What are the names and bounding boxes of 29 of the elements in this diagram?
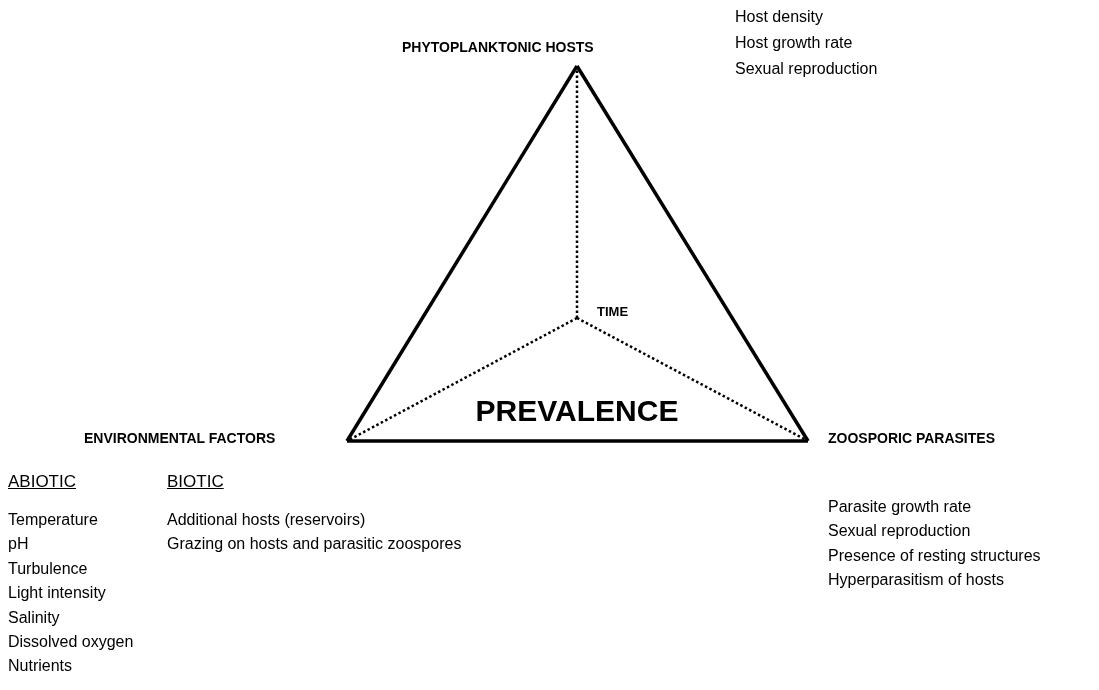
vertex-label: ENVIRONMENTAL FACTORS: [84, 431, 276, 445]
factor-text: Additional hosts (reservoirs): [167, 512, 366, 528]
dotted-line: [576, 316, 809, 443]
factor-text: Sexual reproduction: [735, 61, 878, 77]
vertex-label: ZOOSPORIC PARASITES: [828, 431, 995, 445]
triangle-side: [345, 65, 579, 442]
dotted-line: [346, 316, 578, 443]
factor-text: Temperature: [8, 512, 98, 528]
factor-text: Turbulence: [8, 560, 88, 577]
factor-text: Light intensity: [8, 585, 106, 602]
factor-text: Dissolved oxygen: [8, 634, 134, 650]
factor-text: Host density: [735, 9, 824, 25]
factor-text: Presence of resting structures: [828, 547, 1041, 564]
factor-text: pH: [8, 536, 29, 553]
triangle-side: [575, 65, 810, 442]
factor-text: Host growth rate: [735, 35, 853, 51]
section-heading: ABIOTIC: [8, 473, 76, 490]
factor-text: Nutrients: [8, 658, 73, 675]
triangle-side: [347, 439, 808, 443]
dotted-line: [575, 66, 579, 318]
factor-text: Salinity: [8, 609, 60, 626]
vertex-label: TIME: [597, 305, 629, 318]
factor-text: Sexual reproduction: [828, 523, 971, 540]
vertex-label: PHYTOPLANKTONIC HOSTS: [402, 40, 594, 54]
factor-text: Parasite growth rate: [828, 499, 972, 515]
factor-text: Grazing on hosts and parasitic zoospores: [167, 536, 462, 553]
factor-text: Hyperparasitism of hosts: [828, 571, 1005, 588]
center-label: PREVALENCE: [475, 396, 679, 426]
section-heading: BIOTIC: [167, 473, 224, 490]
